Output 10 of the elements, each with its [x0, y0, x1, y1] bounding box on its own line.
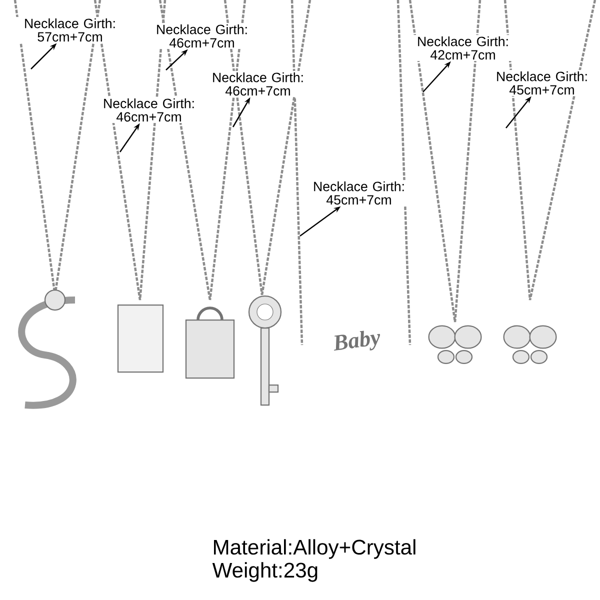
girth-label: Necklace Girth: 46cm+7cm	[146, 23, 258, 49]
girth-label: Necklace Girth: 46cm+7cm	[202, 71, 314, 97]
pendant-word: Baby	[334, 330, 380, 351]
girth-label: Necklace Girth: 45cm+7cm	[304, 180, 414, 206]
spec-text: Material:Alloy+Crystal	[214, 539, 416, 559]
girth-label: Necklace Girth: 46cm+7cm	[94, 97, 204, 123]
girth-label: Necklace Girth: 45cm+7cm	[486, 70, 598, 96]
girth-label: Necklace Girth: 57cm+7cm	[14, 17, 126, 43]
spec-text: Weight:23g	[212, 562, 318, 582]
girth-label: Necklace Girth: 42cm+7cm	[408, 35, 518, 61]
